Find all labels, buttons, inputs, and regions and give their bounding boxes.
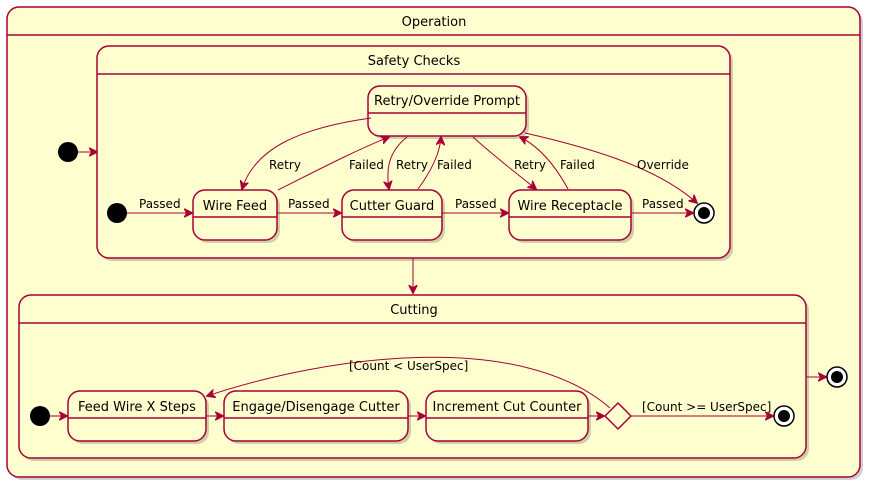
transition-loop: [207, 356, 611, 409]
transition-label: Passed: [455, 197, 497, 211]
transition-label: Passed: [288, 197, 330, 211]
state-label: Engage/Disengage Cutter: [232, 400, 400, 415]
transition-failed-wire-feed: [277, 137, 389, 191]
operation-title: Operation: [402, 15, 467, 30]
transition-label: Passed: [642, 197, 684, 211]
transition-label: Retry: [269, 158, 301, 172]
transition-label: Failed: [560, 158, 595, 172]
safety-end-node: [693, 202, 715, 224]
choice-diamond: [603, 401, 633, 431]
state-label: Wire Receptacle: [517, 199, 622, 214]
safety-start-node: [107, 203, 127, 223]
transition-label: [Count < UserSpec]: [349, 359, 468, 373]
state-label: Cutter Guard: [350, 199, 435, 214]
state-cutter-guard: Cutter Guard: [341, 189, 445, 243]
operation-start-node: [58, 142, 78, 162]
state-label: Retry/Override Prompt: [374, 94, 520, 109]
state-increment-cut-counter: Increment Cut Counter: [425, 390, 591, 444]
state-retry-override-prompt: Retry/Override Prompt: [367, 85, 529, 139]
transition-failed-cutter-guard: [417, 137, 441, 190]
state-engage-disengage-cutter: Engage/Disengage Cutter: [223, 390, 411, 444]
transition-label: Retry: [514, 158, 546, 172]
transition-label: Retry: [396, 158, 428, 172]
cutting-start-node: [30, 406, 50, 426]
state-feed-wire-x-steps: Feed Wire X Steps: [67, 390, 209, 444]
cutting-end-node: [773, 405, 795, 427]
safety-checks-title: Safety Checks: [368, 54, 461, 69]
state-wire-feed: Wire Feed: [192, 189, 280, 243]
transition-retry-cutter-guard: [388, 136, 408, 189]
transition-label: Failed: [437, 158, 472, 172]
state-label: Wire Feed: [203, 199, 267, 214]
transition-label: Override: [637, 158, 689, 172]
transition-label: [Count >= UserSpec]: [642, 400, 771, 414]
transition-retry-wire-feed: [242, 117, 372, 189]
transition-label: Failed: [349, 158, 384, 172]
transition-label: Passed: [139, 197, 181, 211]
state-label: Increment Cut Counter: [433, 400, 583, 415]
operation-end-node: [826, 366, 848, 388]
cutting-title: Cutting: [390, 303, 438, 318]
state-wire-receptacle: Wire Receptacle: [508, 189, 634, 243]
transition-override: [524, 132, 697, 203]
transition-failed-wire-receptacle: [520, 137, 569, 190]
transition-retry-wire-receptacle: [472, 136, 536, 189]
state-label: Feed Wire X Steps: [78, 400, 196, 415]
